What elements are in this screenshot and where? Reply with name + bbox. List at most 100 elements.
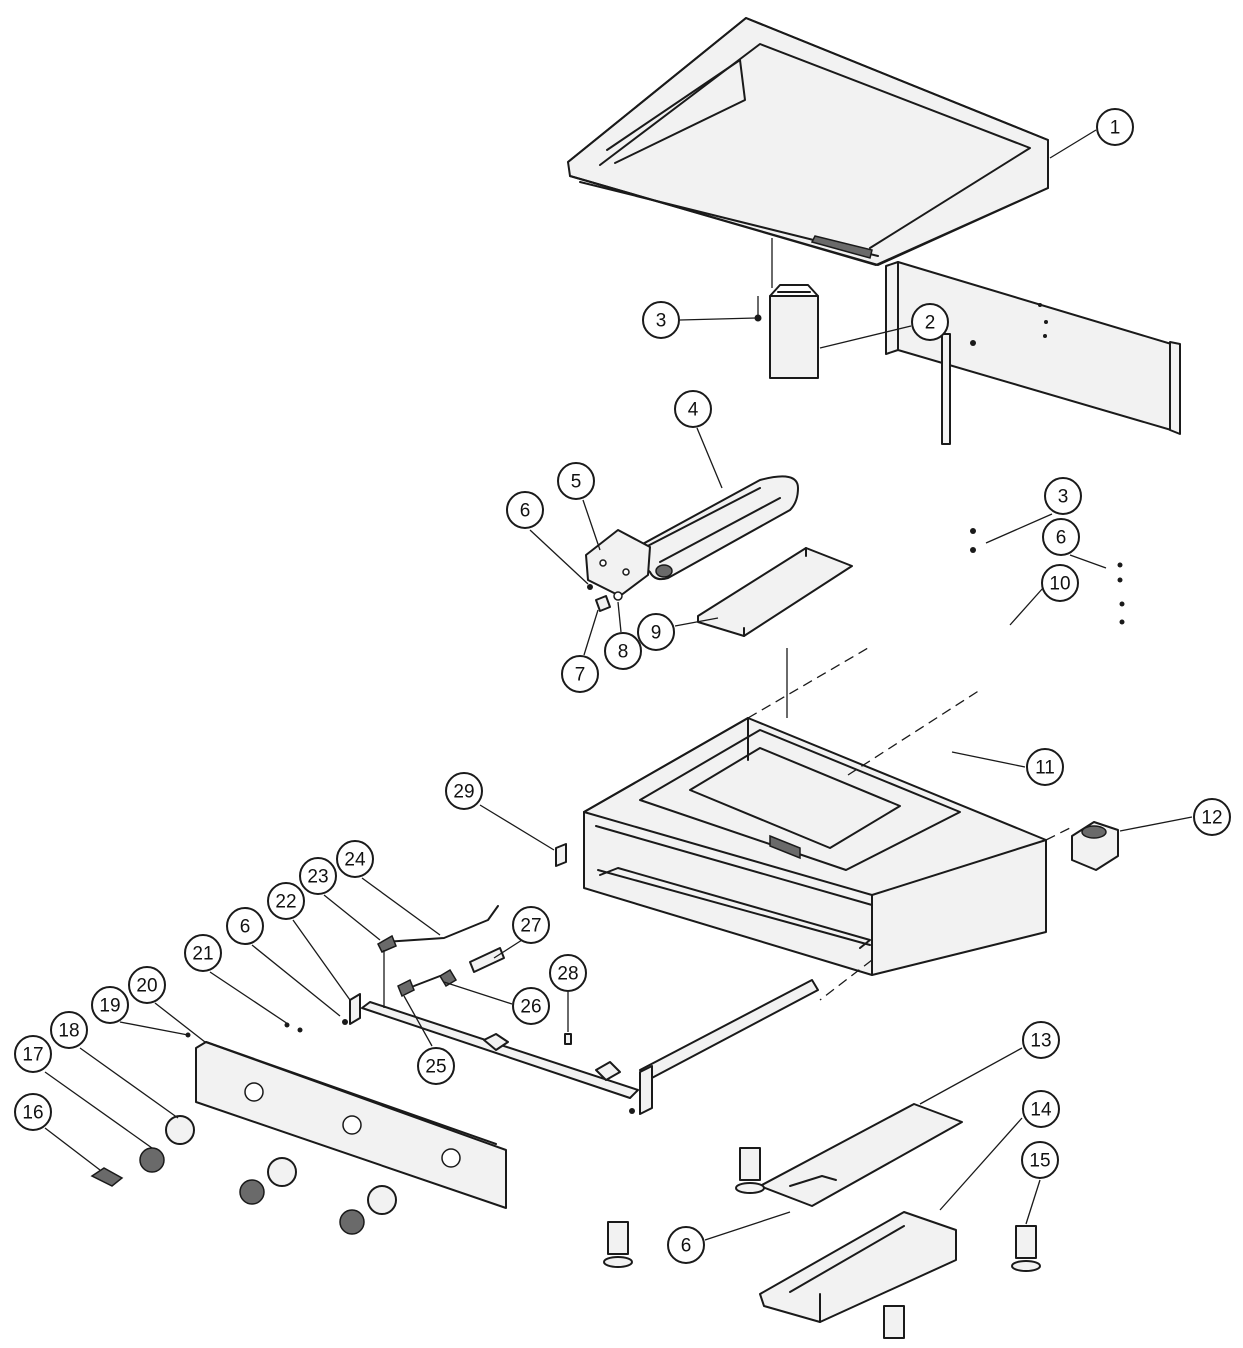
pilot-tubing bbox=[377, 905, 499, 1008]
callout-circle bbox=[1041, 564, 1079, 602]
callout-number: 15 bbox=[1029, 1151, 1050, 1172]
small-bracket bbox=[555, 843, 567, 867]
callout-circle bbox=[667, 1226, 705, 1264]
callout-27: 27 bbox=[512, 906, 550, 944]
burner-bracket bbox=[585, 529, 651, 612]
callout-circle bbox=[549, 954, 587, 992]
callout-6: 6 bbox=[506, 491, 544, 529]
callout-circle bbox=[14, 1035, 52, 1073]
callout-number: 23 bbox=[307, 867, 328, 888]
callout-circle bbox=[1044, 477, 1082, 515]
drip-tray-cover bbox=[759, 1103, 963, 1207]
callout-circle bbox=[417, 1047, 455, 1085]
rear-bracket bbox=[941, 333, 951, 445]
callout-number: 7 bbox=[575, 665, 586, 686]
callout-circle bbox=[512, 906, 550, 944]
callout-number: 8 bbox=[618, 642, 629, 663]
callout-number: 6 bbox=[681, 1236, 692, 1257]
callout-6: 6 bbox=[1042, 518, 1080, 556]
callout-21: 21 bbox=[184, 934, 222, 972]
callout-number: 20 bbox=[136, 976, 157, 997]
callout-circle bbox=[561, 655, 599, 693]
callout-20: 20 bbox=[128, 966, 166, 1004]
callout-25: 25 bbox=[417, 1047, 455, 1085]
callout-circle bbox=[267, 882, 305, 920]
callout-6: 6 bbox=[667, 1226, 705, 1264]
callout-number: 9 bbox=[651, 623, 662, 644]
callout-circle bbox=[1026, 748, 1064, 786]
callout-number: 13 bbox=[1030, 1031, 1051, 1052]
gas-manifold bbox=[342, 979, 819, 1115]
callout-circle bbox=[1096, 108, 1134, 146]
callout-number: 2 bbox=[925, 313, 936, 334]
callout-circle bbox=[50, 1011, 88, 1049]
callout-circle bbox=[14, 1093, 52, 1131]
callout-16: 16 bbox=[14, 1093, 52, 1131]
callout-number: 26 bbox=[520, 997, 541, 1018]
callout-circle bbox=[91, 986, 129, 1024]
callout-number: 14 bbox=[1030, 1100, 1052, 1121]
callout-2: 2 bbox=[911, 303, 949, 341]
callout-number: 25 bbox=[425, 1057, 446, 1078]
callout-circle bbox=[911, 303, 949, 341]
callout-number: 19 bbox=[99, 996, 120, 1017]
callout-5: 5 bbox=[557, 462, 595, 500]
callout-circle bbox=[128, 966, 166, 1004]
callout-22: 22 bbox=[267, 882, 305, 920]
callout-15: 15 bbox=[1021, 1141, 1059, 1179]
callout-number: 12 bbox=[1201, 808, 1222, 829]
heat-baffle bbox=[697, 547, 853, 637]
leader-lines bbox=[44, 129, 1193, 1241]
chassis-frame bbox=[583, 647, 1071, 1001]
callout-number: 21 bbox=[192, 944, 213, 965]
callout-26: 26 bbox=[512, 987, 550, 1025]
callout-number: 27 bbox=[520, 916, 541, 937]
callout-23: 23 bbox=[299, 857, 337, 895]
callout-number: 18 bbox=[58, 1021, 79, 1042]
legs bbox=[603, 1147, 1041, 1339]
callout-3: 3 bbox=[1044, 477, 1082, 515]
grease-chute bbox=[754, 238, 819, 379]
callout-7: 7 bbox=[561, 655, 599, 693]
callout-circle bbox=[1193, 798, 1231, 836]
callout-circle bbox=[184, 934, 222, 972]
callout-circle bbox=[299, 857, 337, 895]
callout-circle bbox=[226, 907, 264, 945]
gas-valve bbox=[1071, 821, 1119, 871]
callout-number: 6 bbox=[1056, 528, 1067, 549]
pilot-valve bbox=[397, 947, 505, 998]
callout-number: 28 bbox=[557, 964, 578, 985]
callout-circle bbox=[604, 632, 642, 670]
control-knobs bbox=[90, 1115, 397, 1235]
burner-tube bbox=[627, 475, 799, 581]
callout-4: 4 bbox=[674, 390, 712, 428]
callout-number: 5 bbox=[571, 472, 582, 493]
callout-24: 24 bbox=[336, 840, 374, 878]
callout-circle bbox=[637, 613, 675, 651]
callout-13: 13 bbox=[1022, 1021, 1060, 1059]
grease-drawer bbox=[759, 1211, 957, 1323]
callout-number: 10 bbox=[1049, 574, 1070, 595]
callout-number: 29 bbox=[453, 782, 474, 803]
callout-28: 28 bbox=[549, 954, 587, 992]
callout-number: 17 bbox=[22, 1045, 43, 1066]
callout-number: 6 bbox=[520, 501, 531, 522]
callout-1: 1 bbox=[1096, 108, 1134, 146]
control-panel bbox=[185, 1022, 507, 1209]
callout-circle bbox=[1042, 518, 1080, 556]
callout-number: 11 bbox=[1035, 758, 1055, 779]
callout-number: 4 bbox=[688, 400, 699, 421]
callout-circle bbox=[642, 301, 680, 339]
callout-number: 6 bbox=[240, 917, 251, 938]
callout-number: 24 bbox=[344, 850, 366, 871]
pilot-orifice bbox=[564, 1033, 572, 1045]
callout-number: 22 bbox=[275, 892, 296, 913]
callout-circle bbox=[674, 390, 712, 428]
callout-circle bbox=[445, 772, 483, 810]
callout-14: 14 bbox=[1022, 1090, 1060, 1128]
callout-8: 8 bbox=[604, 632, 642, 670]
callout-number: 3 bbox=[656, 311, 667, 332]
callout-circle bbox=[557, 462, 595, 500]
